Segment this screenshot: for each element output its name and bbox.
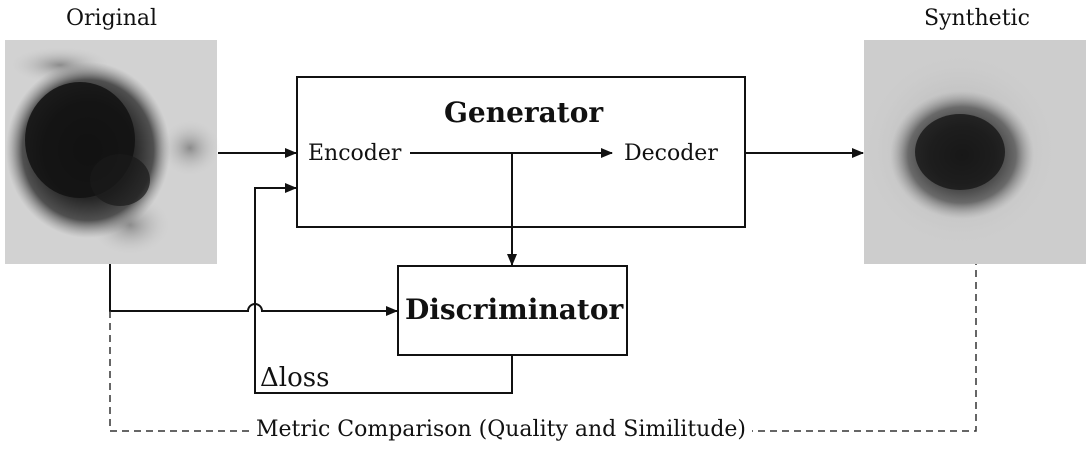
metric-comparison-label: Metric Comparison (Quality and Similitud… <box>250 419 753 441</box>
synthetic-image <box>864 40 1086 264</box>
loss-label: Δloss <box>260 363 330 393</box>
synthetic-label: Synthetic <box>924 6 1030 31</box>
decoder-label: Decoder <box>624 141 718 166</box>
original-image <box>5 40 220 264</box>
loss-feedback-arrow <box>254 183 513 394</box>
original-label: Original <box>66 6 158 31</box>
discriminator-title: Discriminator <box>405 293 624 326</box>
discriminator-box <box>397 265 628 356</box>
original-to-discriminator-arrow <box>109 264 398 316</box>
metric-comparison-line <box>109 264 977 432</box>
generator-title: Generator <box>444 96 604 129</box>
encoder-label: Encoder <box>308 141 402 166</box>
